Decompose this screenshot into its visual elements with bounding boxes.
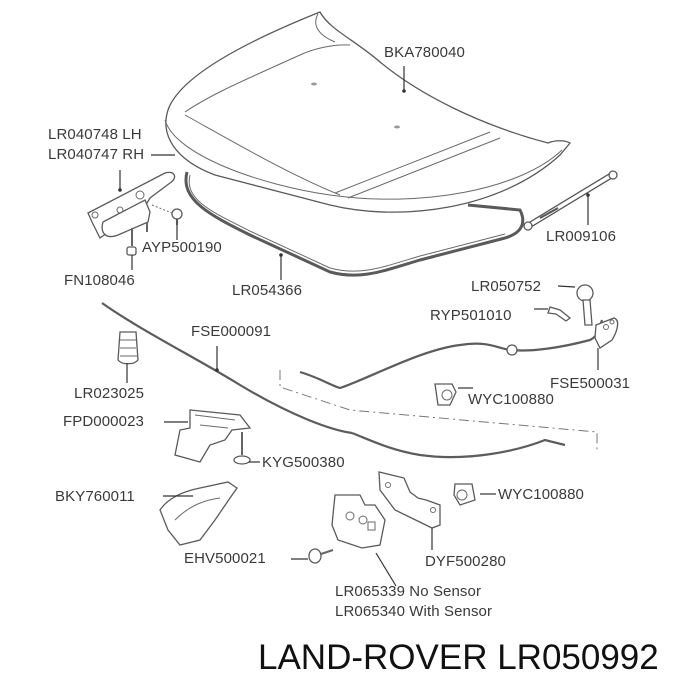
gas-strut bbox=[523, 170, 618, 231]
label-hinge-bolt: AYP500190 bbox=[142, 239, 222, 256]
label-latch-plate: DYF500280 bbox=[425, 553, 506, 570]
label-hinge-rh: LR040747 RH bbox=[48, 146, 145, 163]
label-handle-screw: RYP501010 bbox=[430, 307, 512, 324]
release-lever-part bbox=[594, 317, 619, 349]
hinge-bolt-part bbox=[151, 204, 183, 225]
label-latch-no-sensor: LR065339 No Sensor bbox=[335, 583, 482, 600]
label-shield: BKY760011 bbox=[55, 488, 135, 505]
label-release-cable: FSE000091 bbox=[191, 323, 272, 340]
hood-seal bbox=[184, 171, 525, 277]
latch-bracket-part bbox=[174, 409, 252, 463]
cable-clip-lower-part bbox=[453, 483, 476, 506]
handle-screw-part bbox=[547, 306, 572, 322]
label-hinge-nut: FN108046 bbox=[64, 272, 135, 289]
label-latch-bolt: EHV500021 bbox=[184, 550, 266, 567]
latch-plate-part bbox=[378, 471, 441, 529]
label-release-handle: LR050752 bbox=[471, 278, 542, 295]
cable-clip-upper-part bbox=[434, 383, 457, 406]
shield-part bbox=[159, 481, 238, 546]
label-latch-with-sensor: LR065340 With Sensor bbox=[335, 603, 493, 620]
release-cable bbox=[101, 302, 604, 459]
latch-part bbox=[331, 494, 386, 549]
release-handle-part bbox=[576, 284, 594, 326]
label-seal: LR054366 bbox=[232, 282, 303, 299]
leader-lines bbox=[118, 66, 599, 587]
label-gas-strut: LR009106 bbox=[546, 228, 617, 245]
label-hood: BKA780040 bbox=[384, 44, 465, 61]
hood-panel bbox=[164, 11, 571, 213]
label-latch-bracket: FPD000023 bbox=[63, 413, 144, 430]
bump-stop-part bbox=[117, 331, 139, 365]
label-bracket-bolt: KYG500380 bbox=[262, 454, 345, 471]
hinge-nut-part bbox=[126, 246, 137, 256]
label-cable-clip-lower: WYC100880 bbox=[498, 486, 584, 503]
bracket-bolt-part bbox=[233, 432, 251, 465]
latch-bolt-part bbox=[308, 548, 334, 564]
label-bump-stop: LR023025 bbox=[74, 385, 145, 402]
page-title: LAND-ROVER LR050992 bbox=[258, 638, 659, 677]
hood-hinge bbox=[87, 171, 176, 246]
label-hinge-lh: LR040748 LH bbox=[48, 126, 142, 143]
label-release-lever: FSE500031 bbox=[550, 375, 631, 392]
label-cable-clip-upper: WYC100880 bbox=[468, 391, 554, 408]
